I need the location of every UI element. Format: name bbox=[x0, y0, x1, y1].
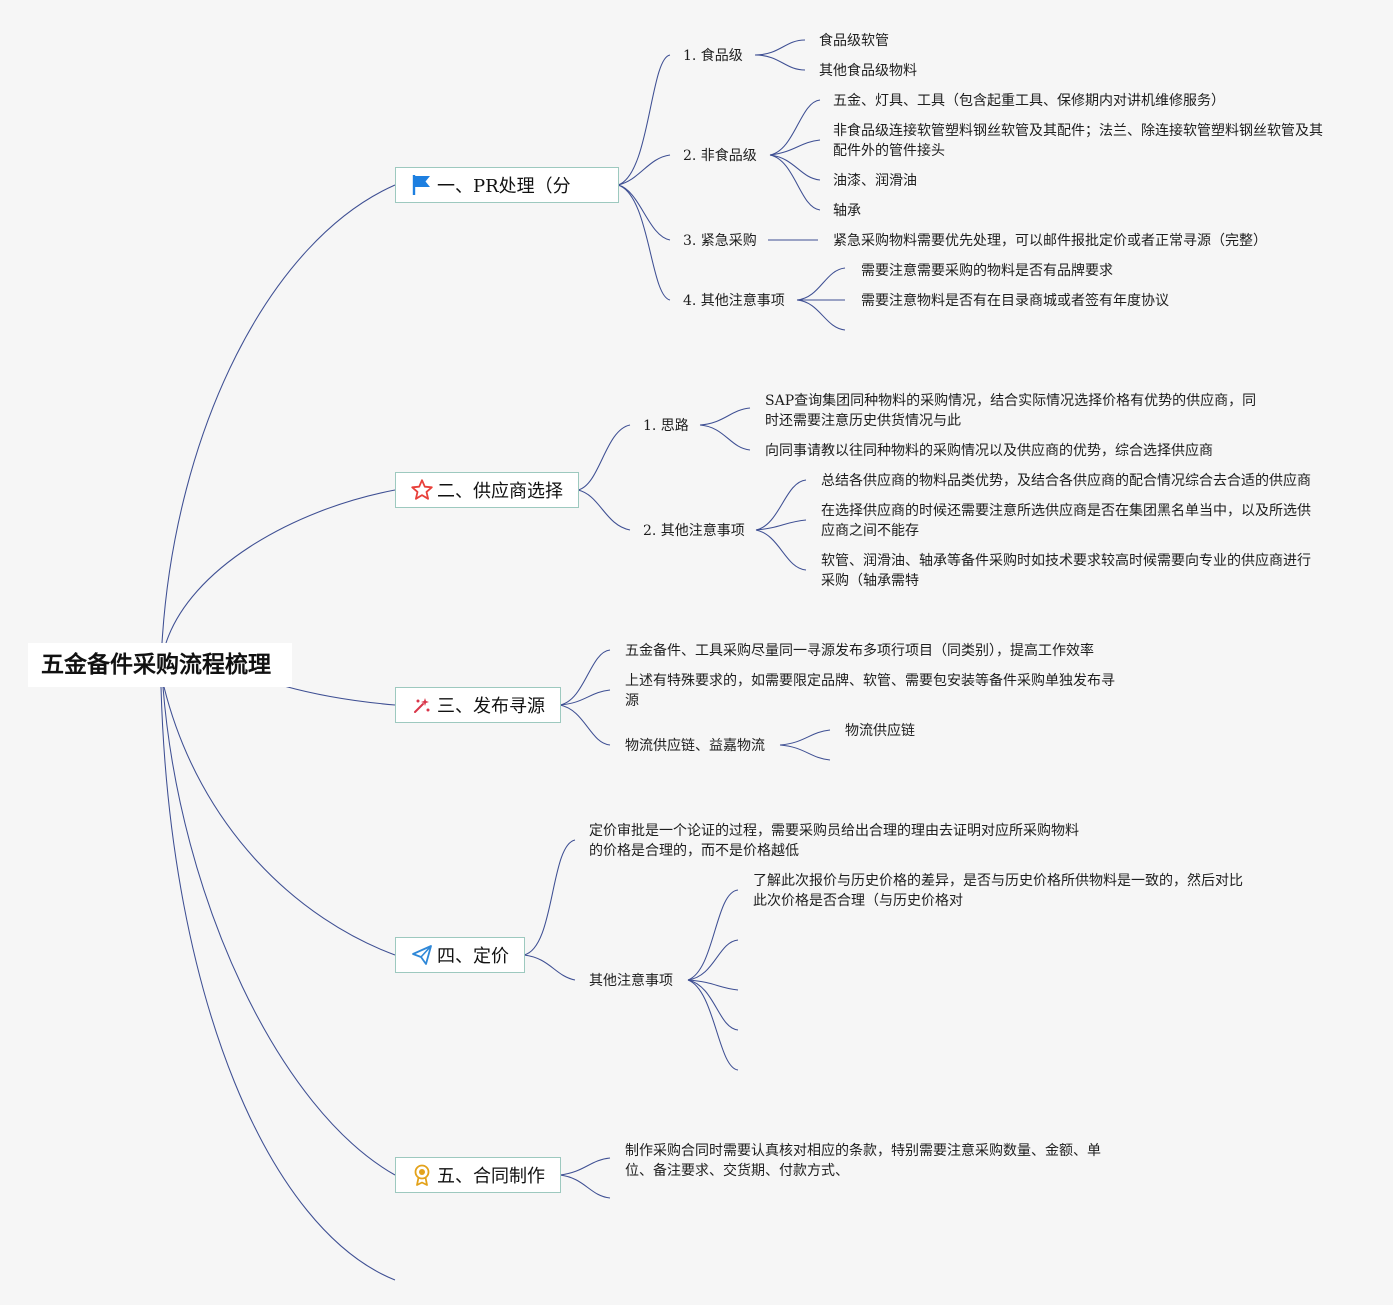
branch-publish-sourcing[interactable]: 三、发布寻源 bbox=[395, 687, 561, 723]
link-b1-t4-stub bbox=[796, 299, 846, 331]
item-professional-supplier[interactable]: 软管、润滑油、轴承等备件采购时如技术要求较高时候需要向专业的供应商进行采购（轴承… bbox=[821, 553, 1311, 589]
topic-logistics[interactable]: 物流供应链、益嘉物流 bbox=[625, 738, 765, 754]
branch-label: 三、发布寻源 bbox=[437, 696, 545, 717]
link-b1-t1-i2 bbox=[754, 54, 806, 71]
topic-other-notes-pricing[interactable]: 其他注意事项 bbox=[589, 973, 673, 989]
link-root-branch-2 bbox=[165, 489, 396, 644]
link-b1-t3 bbox=[617, 184, 671, 241]
award-medal-icon bbox=[410, 1163, 434, 1187]
link-b4-t2-stub1 bbox=[687, 939, 739, 981]
link-root-branch-4 bbox=[163, 686, 396, 956]
branch-label: 一、PR处理（分 bbox=[437, 176, 571, 197]
link-b1-t4-i1 bbox=[796, 267, 846, 301]
item-urgent-priority[interactable]: 紧急采购物料需要优先处理，可以邮件报批定价或者正常寻源（完整） bbox=[833, 233, 1267, 249]
branch-label: 二、供应商选择 bbox=[437, 481, 563, 502]
topic-pricing-approval[interactable]: 定价审批是一个论证的过程，需要采购员给出合理的理由去证明对应所采购物料的价格是合… bbox=[589, 823, 1079, 859]
item-non-food-hose-fittings[interactable]: 非食品级连接软管塑料钢丝软管及其配件；法兰、除连接软管塑料钢丝软管及其配件外的管… bbox=[833, 123, 1323, 159]
sparkle-icon bbox=[410, 693, 434, 717]
topic-other-notes-supplier[interactable]: 2. 其他注意事项 bbox=[643, 523, 745, 539]
topic-batch-line-items[interactable]: 五金备件、工具采购尽量同一寻源发布多项行项目（同类别），提高工作效率 bbox=[625, 643, 1094, 659]
link-b4-t2-stub2 bbox=[687, 979, 739, 991]
branch-pr-processing[interactable]: 一、PR处理（分 bbox=[395, 167, 619, 203]
link-b3-t3-i1 bbox=[779, 729, 831, 746]
branch-supplier-selection[interactable]: 二、供应商选择 bbox=[395, 472, 579, 508]
item-logistics-supply-chain[interactable]: 物流供应链 bbox=[845, 723, 915, 739]
link-b1-t2 bbox=[617, 154, 671, 186]
link-b2-t2-i1 bbox=[755, 479, 807, 531]
link-b2-t1 bbox=[577, 424, 631, 491]
link-b2-t2 bbox=[577, 489, 631, 531]
link-b4-t2-stub3 bbox=[687, 979, 739, 1031]
paper-plane-icon bbox=[410, 943, 434, 967]
link-root-extra bbox=[160, 686, 396, 1281]
item-sap-query[interactable]: SAP查询集团同种物料的采购情况，结合实际情况选择价格有优势的供应商，同时还需要… bbox=[765, 393, 1257, 429]
link-b5-t1 bbox=[559, 1157, 611, 1176]
branch-pricing[interactable]: 四、定价 bbox=[395, 937, 525, 973]
link-root-branch-1 bbox=[161, 184, 396, 644]
branch-label: 五、合同制作 bbox=[437, 1166, 545, 1187]
item-history-price-compare[interactable]: 了解此次报价与历史价格的差异，是否与历史价格所供物料是一致的，然后对比此次价格是… bbox=[753, 873, 1243, 909]
topic-other-notes-pr[interactable]: 4. 其他注意事项 bbox=[683, 293, 785, 309]
topic-non-food-grade[interactable]: 2. 非食品级 bbox=[683, 148, 757, 164]
branch-label: 四、定价 bbox=[437, 946, 509, 967]
link-b5-stub bbox=[559, 1174, 611, 1199]
topic-contract-terms[interactable]: 制作采购合同时需要认真核对相应的条款，特别需要注意采购数量、金额、单位、备注要求… bbox=[625, 1143, 1101, 1179]
link-b1-t1-i1 bbox=[754, 39, 806, 56]
link-b2-t2-i2 bbox=[755, 519, 807, 531]
item-supplier-strengths[interactable]: 总结各供应商的物料品类优势，及结合各供应商的配合情况综合去合适的供应商 bbox=[821, 473, 1311, 489]
link-b2-t2-i3 bbox=[755, 529, 807, 571]
item-brand-requirement[interactable]: 需要注意需要采购的物料是否有品牌要求 bbox=[861, 263, 1113, 279]
star-icon bbox=[410, 478, 434, 502]
link-b4-t2 bbox=[523, 954, 576, 981]
link-b4-t2-i1 bbox=[687, 889, 739, 981]
link-root-branch-3 bbox=[283, 685, 396, 706]
link-b2-t1-i2 bbox=[699, 424, 751, 451]
link-b1-t4 bbox=[617, 184, 671, 301]
link-b4-t2-stub4 bbox=[687, 979, 739, 1071]
item-blacklist-check[interactable]: 在选择供应商的时候还需要注意所选供应商是否在集团黑名单当中，以及所选供应商之间不… bbox=[821, 503, 1311, 539]
link-b2-t1-i1 bbox=[699, 407, 751, 426]
link-root-branch-5 bbox=[162, 686, 396, 1176]
link-b3-t2 bbox=[559, 689, 611, 706]
link-b1-t1 bbox=[617, 54, 671, 186]
link-b3-t1 bbox=[559, 649, 611, 706]
root-topic[interactable]: 五金备件采购流程梳理 bbox=[28, 643, 292, 687]
item-other-food-grade-material[interactable]: 其他食品级物料 bbox=[819, 63, 917, 79]
flag-icon bbox=[410, 173, 434, 197]
link-b3-t3 bbox=[559, 704, 611, 746]
item-hardware-tools[interactable]: 五金、灯具、工具（包含起重工具、保修期内对讲机维修服务） bbox=[833, 93, 1225, 109]
link-b3-t3-stub bbox=[779, 744, 831, 761]
item-paint-lubricant[interactable]: 油漆、润滑油 bbox=[833, 173, 917, 189]
link-b1-t2-i2 bbox=[769, 139, 821, 156]
link-b1-t2-i4 bbox=[769, 154, 821, 211]
item-bearing[interactable]: 轴承 bbox=[833, 203, 861, 219]
topic-approach[interactable]: 1. 思路 bbox=[643, 418, 689, 434]
link-b1-t2-i3 bbox=[769, 154, 821, 181]
link-b4-t1 bbox=[523, 839, 576, 956]
item-food-grade-hose[interactable]: 食品级软管 bbox=[819, 33, 889, 49]
link-b1-t2-i1 bbox=[769, 99, 821, 156]
branch-contract[interactable]: 五、合同制作 bbox=[395, 1157, 561, 1193]
topic-food-grade[interactable]: 1. 食品级 bbox=[683, 48, 743, 64]
item-ask-colleagues[interactable]: 向同事请教以往同种物料的采购情况以及供应商的优势，综合选择供应商 bbox=[765, 443, 1213, 459]
topic-special-requirements[interactable]: 上述有特殊要求的，如需要限定品牌、软管、需要包安装等备件采购单独发布寻源 bbox=[625, 673, 1115, 709]
item-catalog-mall-agreement[interactable]: 需要注意物料是否有在目录商城或者签有年度协议 bbox=[861, 293, 1169, 309]
topic-urgent-purchase[interactable]: 3. 紧急采购 bbox=[683, 233, 757, 249]
